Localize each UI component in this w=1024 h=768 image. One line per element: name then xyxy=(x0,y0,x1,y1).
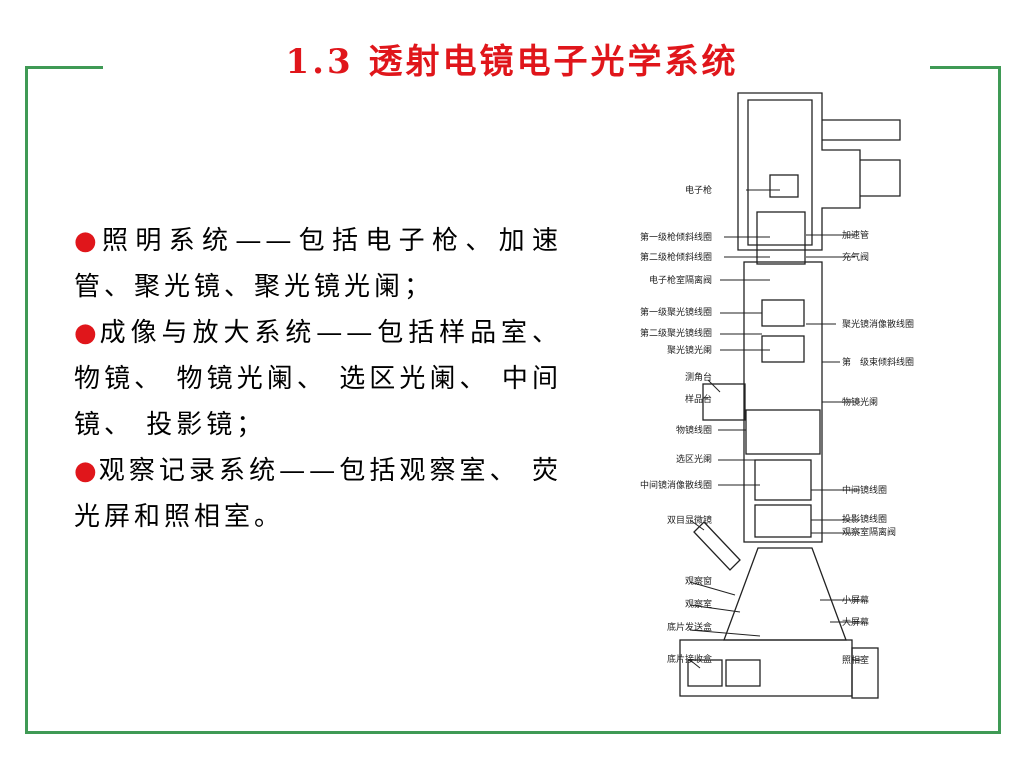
diagram-label-left: 第一级聚光镜线圈 xyxy=(640,306,712,318)
bullet-item: ●成像与放大系统——包括样品室、 物镜、 物镜光阑、 选区光阑、 中间镜、 投影… xyxy=(74,310,562,448)
diagram-label-left: 测角台 xyxy=(685,371,712,383)
diagram-label-right: 小屏幕 xyxy=(842,594,869,606)
diagram-label-left: 物镜线圈 xyxy=(676,424,712,436)
gun-tank-inner xyxy=(747,99,813,246)
diagram-label-right: 第 级束倾斜线圈 xyxy=(842,356,914,368)
intermediate-lens xyxy=(754,459,812,501)
page-title: 1.3 透射电镜电子光学系统 xyxy=(285,42,739,82)
film-box-1 xyxy=(687,659,723,687)
accel-tube xyxy=(756,211,806,265)
diagram-label-left: 聚光镜光阑 xyxy=(667,344,712,356)
diagram-label-right: 投影镜线圈 xyxy=(842,513,887,525)
frame-left xyxy=(25,66,28,734)
frame-top-right xyxy=(930,66,1001,69)
diagram-label-right: 聚光镜消像散线圈 xyxy=(842,318,914,330)
diagram-label-right: 充气阀 xyxy=(842,251,869,263)
bullet-item: ●观察记录系统——包括观察室、 荧光屏和照相室。 xyxy=(74,448,562,540)
diagram-label-right: 大屏幕 xyxy=(842,616,869,628)
diagram-label-right: 照相室 xyxy=(842,654,869,666)
diagram-label-left: 底片发送盒 xyxy=(667,621,712,633)
frame-top-left xyxy=(25,66,103,69)
bullet-text: 成像与放大系统——包括样品室、 物镜、 物镜光阑、 选区光阑、 中间镜、 投影镜… xyxy=(74,318,562,440)
diagram-label-left: 电子枪 xyxy=(685,184,712,196)
diagram-label-left: 中间镜消像散线圈 xyxy=(640,479,712,491)
objective-lens xyxy=(745,409,821,455)
projector-lens xyxy=(754,504,812,538)
bullet-list: ●照明系统——包括电子枪、加速管、聚光镜、聚光镜光阑； ●成像与放大系统——包括… xyxy=(74,218,562,540)
bullet-item: ●照明系统——包括电子枪、加速管、聚光镜、聚光镜光阑； xyxy=(74,218,562,310)
diagram-label-left: 观察室 xyxy=(685,598,712,610)
bullet-marker: ● xyxy=(74,456,97,486)
diagram-label-right: 中间镜线圈 xyxy=(842,484,887,496)
base-right xyxy=(851,647,879,699)
gun-cable xyxy=(822,119,901,141)
diagram-label-left: 双目显微镜 xyxy=(667,514,712,526)
frame-bottom xyxy=(25,731,1001,734)
frame-right xyxy=(998,66,1001,734)
gun-tank xyxy=(737,92,861,251)
diagram-label-left: 第二级聚光镜线圈 xyxy=(640,327,712,339)
diagram-label-right: 物镜光阑 xyxy=(842,396,878,408)
bullet-text: 照明系统——包括电子枪、加速管、聚光镜、聚光镜光阑； xyxy=(74,226,562,302)
gun-tip xyxy=(769,174,799,198)
diagram-label-left: 第一级枪倾斜线圈 xyxy=(640,231,712,243)
camera-chamber xyxy=(679,639,853,697)
specimen-stage xyxy=(702,383,746,421)
film-box-2 xyxy=(725,659,761,687)
diagram-label-left: 选区光阑 xyxy=(676,453,712,465)
bullet-marker: ● xyxy=(74,226,101,256)
binocular xyxy=(693,521,741,571)
viewing-chamber xyxy=(723,547,847,641)
diagram-label-left: 底片接收盒 xyxy=(667,653,712,665)
diagram-label-right: 加速管 xyxy=(842,229,869,241)
diagram-label-left: 样品台 xyxy=(685,393,712,405)
condenser-2 xyxy=(761,335,805,363)
diagram-label-left: 第二级枪倾斜线圈 xyxy=(640,251,712,263)
bullet-marker: ● xyxy=(74,318,98,348)
condenser-1 xyxy=(761,299,805,327)
diagram-label-left: 观察窗 xyxy=(685,575,712,587)
diagram-label-left: 电子枪室隔离阀 xyxy=(649,274,712,286)
diagram-label-right: 观察室隔离阀 xyxy=(842,526,896,538)
gun-side-port xyxy=(860,159,901,197)
bullet-text: 观察记录系统——包括观察室、 荧光屏和照相室。 xyxy=(74,456,563,532)
